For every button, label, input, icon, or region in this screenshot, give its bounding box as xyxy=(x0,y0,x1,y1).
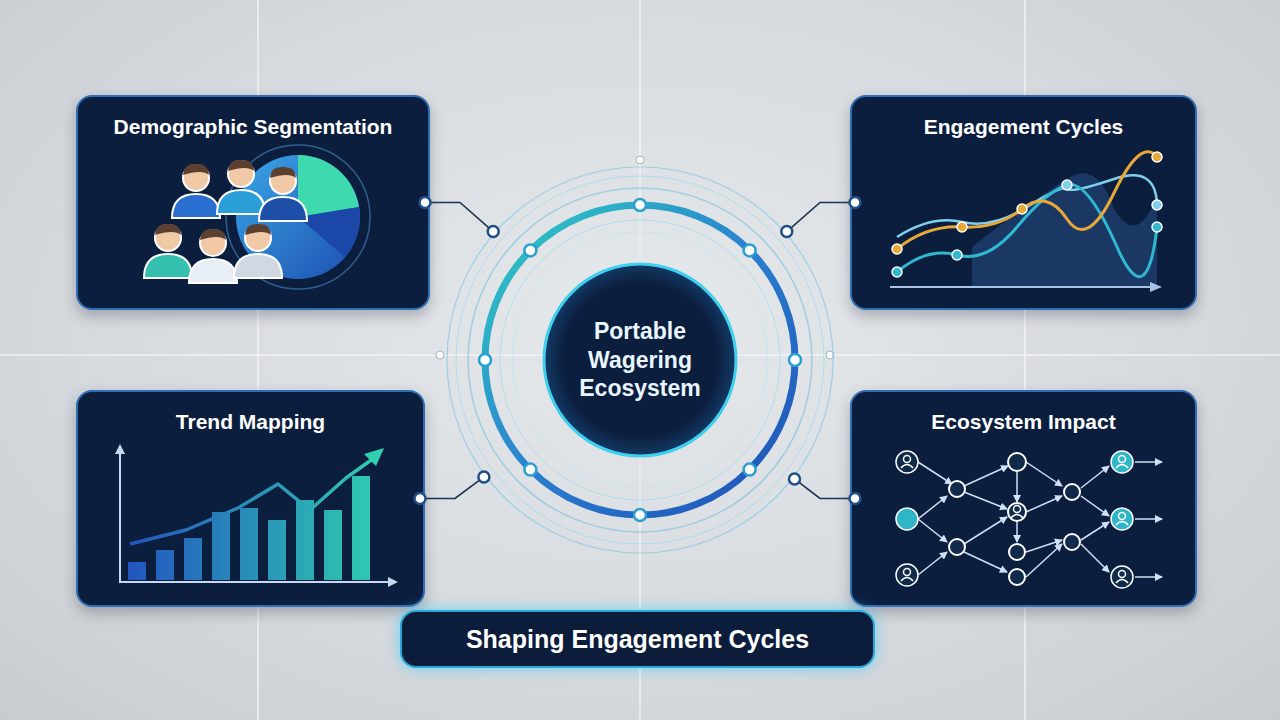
connector-dot xyxy=(420,197,431,208)
connector-dot xyxy=(850,197,861,208)
panel-title: Trend Mapping xyxy=(78,392,423,434)
panel-title: Demographic Segmentation xyxy=(78,97,428,139)
panel-title: Ecosystem Impact xyxy=(852,392,1195,434)
topic-panel: Demographic Segmentation xyxy=(76,95,430,310)
summary-banner: Shaping Engagement Cycles xyxy=(400,610,875,668)
connector-line xyxy=(425,477,484,499)
hub-label: Portable Wagering Ecosystem xyxy=(555,317,725,403)
connector-dot xyxy=(488,226,499,237)
connector-dot xyxy=(789,473,800,484)
connector-dot xyxy=(850,493,861,504)
topic-panel: Ecosystem Impact xyxy=(850,390,1197,607)
connector-dot xyxy=(781,226,792,237)
connector-line xyxy=(795,479,851,499)
connector-line xyxy=(430,203,493,232)
connector-line xyxy=(787,203,850,232)
banner-text: Shaping Engagement Cycles xyxy=(466,625,809,654)
hub-circle: Portable Wagering Ecosystem xyxy=(445,165,835,555)
topic-panel: Trend Mapping xyxy=(76,390,425,607)
connector-dot xyxy=(478,471,489,482)
connector-dot xyxy=(415,493,426,504)
topic-panel: Engagement Cycles xyxy=(850,95,1197,310)
panel-title: Engagement Cycles xyxy=(852,97,1195,139)
